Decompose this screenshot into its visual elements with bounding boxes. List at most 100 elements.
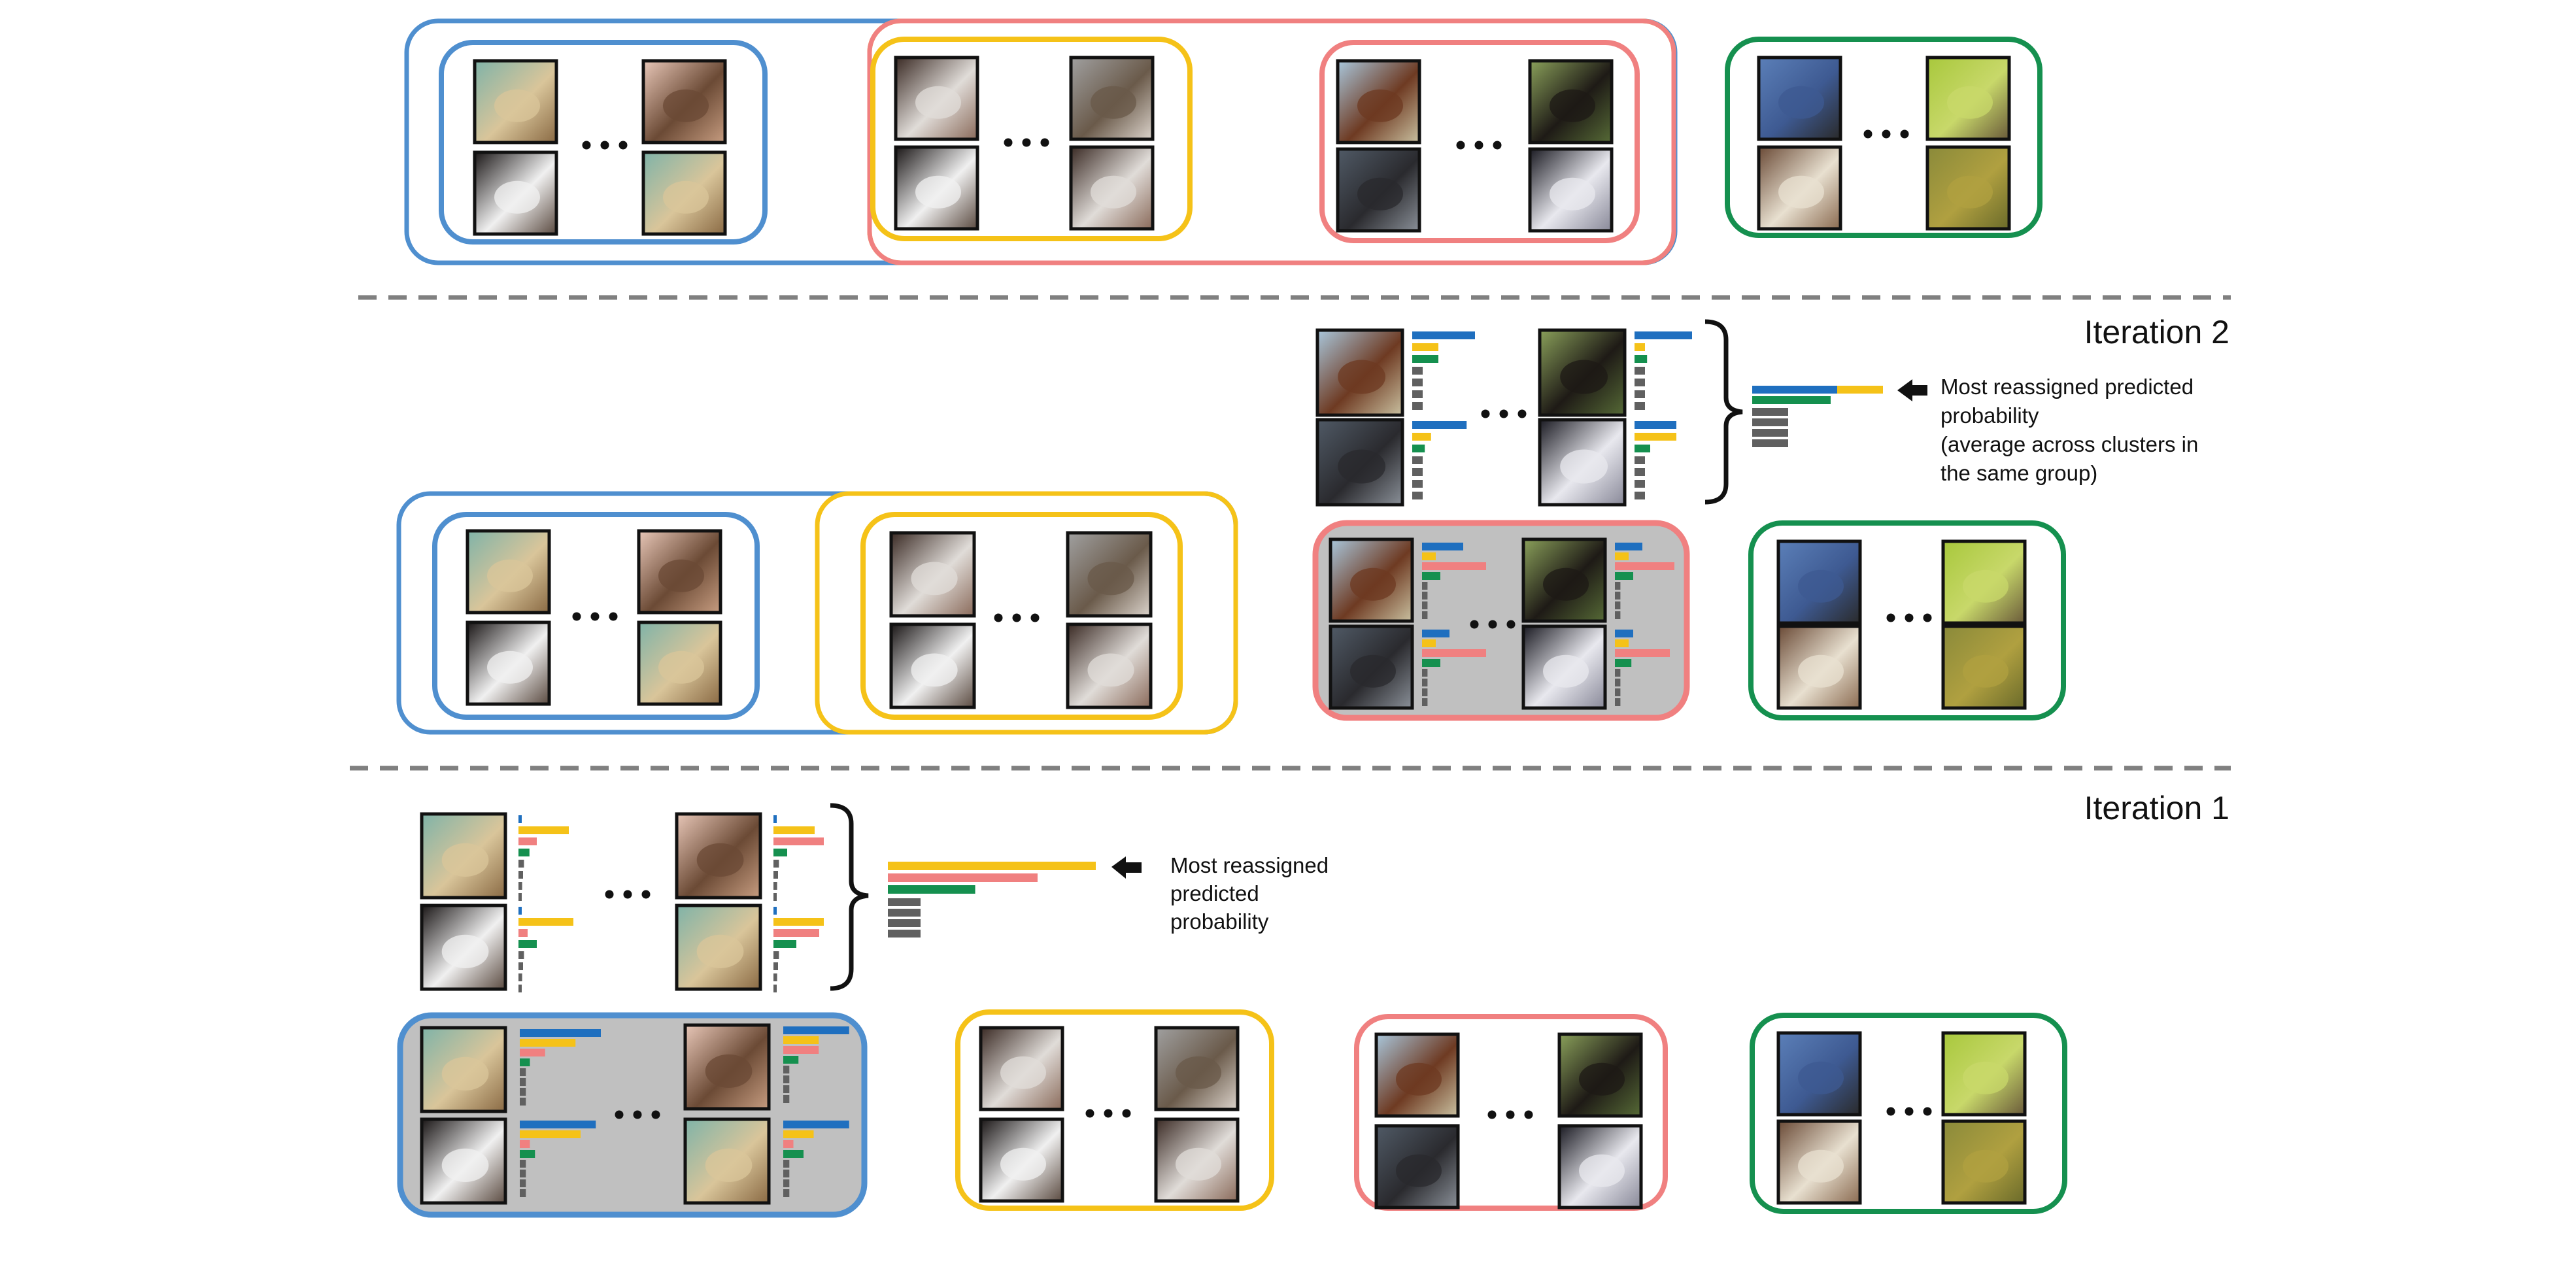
- green-probability-bar: [783, 1056, 799, 1064]
- ellipsis-dot: [605, 890, 614, 899]
- other-probability-bar: [1422, 698, 1428, 706]
- iter2-yellow-image-3: [889, 622, 976, 709]
- green-probability-bar: [773, 849, 787, 856]
- top-blue-image-2: [641, 59, 727, 144]
- thumb-frame: [1336, 147, 1421, 233]
- yellow-probability-bar: [518, 918, 573, 926]
- iter2-cluster-box-green: [1748, 520, 2066, 720]
- iter1-green-image-2: [1941, 1031, 2027, 1117]
- other-probability-bar: [773, 985, 777, 992]
- dog-silhouette: [487, 559, 533, 592]
- ellipsis-dot: [1470, 620, 1479, 629]
- pink-probability-bar: [783, 1046, 819, 1054]
- iter2-green-ellipsis: [1886, 613, 1932, 622]
- thumb-frame: [1757, 145, 1842, 231]
- horse-silhouette: [1579, 1062, 1625, 1096]
- other-probability-bar: [1635, 379, 1645, 386]
- pink-probability-bar: [518, 929, 528, 937]
- green-probability-bar: [1412, 355, 1438, 363]
- ellipsis-dot: [1524, 1110, 1533, 1119]
- blue-probability-bar: [518, 907, 522, 915]
- thumb-frame: [889, 531, 976, 618]
- other-probability-bar: [783, 1189, 790, 1197]
- ellipsis-dot: [1517, 409, 1527, 418]
- iter2-green-image-2: [1941, 539, 2027, 625]
- yellow-probability-bar: [1615, 552, 1629, 560]
- bird-silhouette: [1947, 86, 1993, 119]
- thumb-frame: [1538, 328, 1627, 417]
- cat-silhouette: [1000, 1147, 1046, 1181]
- yellow-probability-bar: [1635, 433, 1676, 441]
- thumb-frame: [420, 1117, 507, 1205]
- dog-silhouette: [696, 934, 744, 968]
- thumb-frame: [1776, 1031, 1862, 1117]
- ellipsis-dot: [582, 141, 591, 150]
- iter1-detail-ellipsis: [605, 890, 651, 899]
- other-probability-bar: [518, 882, 522, 890]
- iter2-detail-image-3: [1315, 418, 1404, 507]
- iter2-yellow-image-1: [889, 531, 976, 618]
- pink-probability-bar: [888, 873, 1038, 882]
- other-probability-bar: [518, 871, 523, 879]
- other-probability-bar: [518, 893, 522, 901]
- ellipsis-dot: [1882, 129, 1891, 139]
- iter1-cluster-box-yellow: [955, 1009, 1274, 1211]
- pink-probability-bar: [783, 1140, 794, 1148]
- ellipsis-dot: [1474, 141, 1483, 150]
- thumb-frame: [1776, 539, 1862, 625]
- other-probability-bar: [1422, 582, 1428, 590]
- cat-silhouette: [1000, 1056, 1046, 1089]
- iteration-1-note-line-2: predicted: [1170, 881, 1259, 905]
- other-probability-bar: [1635, 390, 1645, 398]
- ellipsis-dot: [623, 890, 632, 899]
- green-probability-bar: [520, 1150, 535, 1158]
- thumb-frame: [1069, 56, 1155, 141]
- blue-probability-bar: [783, 1121, 849, 1128]
- dog-silhouette: [705, 1054, 753, 1088]
- dog-silhouette: [658, 650, 704, 684]
- iter1-green-image-4: [1941, 1119, 2027, 1205]
- top-yellow-image-3: [894, 145, 979, 231]
- cluster-box-pink-top: [1319, 40, 1640, 243]
- bird-silhouette: [1963, 654, 2008, 688]
- iter1-blue-image-2-bars: [783, 1026, 849, 1103]
- iter1-blue-image-3-bars: [520, 1121, 596, 1197]
- iter1-bracket: [830, 803, 869, 991]
- other-probability-bar: [888, 898, 921, 906]
- green-probability-bar: [783, 1150, 804, 1158]
- iteration-2-note: Most reassigned predicted probability (a…: [1940, 375, 2198, 485]
- pink-probability-bar: [1422, 649, 1486, 657]
- blue-probability-bar: [520, 1029, 601, 1037]
- other-probability-bar: [1615, 582, 1621, 590]
- iter2-blue-ellipsis: [572, 612, 618, 621]
- other-probability-bar: [888, 909, 921, 917]
- other-probability-bar: [1412, 480, 1423, 488]
- other-probability-bar: [518, 962, 523, 970]
- top-green-image-2: [1925, 56, 2011, 141]
- ellipsis-dot: [1030, 613, 1040, 622]
- top-green-image-3: [1757, 145, 1842, 231]
- top-pink-image-4: [1528, 147, 1614, 233]
- iter1-blue-image-2: [683, 1023, 771, 1111]
- dog-silhouette: [696, 843, 744, 877]
- ellipsis-dot: [1886, 613, 1895, 622]
- ellipsis-dot: [1104, 1109, 1113, 1118]
- yellow-probability-bar: [520, 1039, 576, 1047]
- cat-silhouette: [441, 934, 489, 968]
- horse-silhouette: [1350, 654, 1396, 688]
- blue-probability-bar: [1412, 331, 1475, 339]
- iteration-2-note-line-1: Most reassigned predicted: [1940, 375, 2194, 399]
- iteration-1-label: Iteration 1: [2084, 790, 2229, 826]
- other-probability-bar: [1615, 592, 1621, 600]
- thumb-frame: [637, 620, 722, 706]
- thumb-frame: [1557, 1124, 1643, 1209]
- bird-silhouette: [1947, 175, 1993, 209]
- iter2-detail-image-2: [1538, 328, 1627, 417]
- other-probability-bar: [773, 871, 778, 879]
- bird-silhouette: [1798, 654, 1844, 688]
- other-probability-bar: [1635, 367, 1645, 375]
- other-probability-bar: [520, 1170, 526, 1177]
- iter1-blue-image-4-bars: [783, 1121, 849, 1197]
- horse-silhouette: [1560, 360, 1608, 394]
- pink-probability-bar: [1422, 562, 1486, 570]
